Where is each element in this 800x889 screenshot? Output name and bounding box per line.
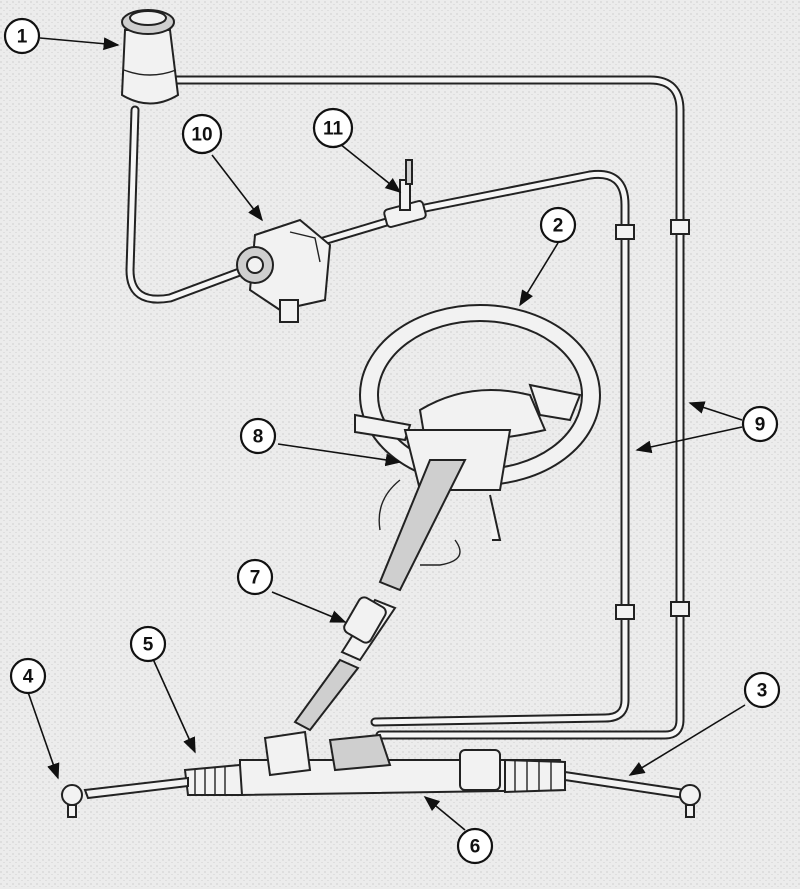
rack-boot-left [183, 763, 244, 796]
callout-1: 1 [3, 17, 41, 55]
callout-label-3: 3 [757, 681, 768, 702]
rack-boot-right [504, 758, 566, 794]
callout-8: 8 [239, 417, 277, 455]
callout-label-7: 7 [250, 568, 261, 589]
callout-label-10: 10 [191, 125, 212, 146]
pressure-switch [383, 159, 427, 228]
tie-rods [61, 770, 701, 818]
callout-11: 11 [312, 107, 354, 149]
callout-10: 10 [181, 113, 223, 155]
callout-label-4: 4 [23, 667, 34, 688]
callout-label-2: 2 [553, 216, 564, 237]
callout-label-5: 5 [143, 635, 154, 656]
callout-label-1: 1 [17, 27, 28, 48]
callout-label-11: 11 [323, 119, 344, 140]
intermediate-shaft [293, 596, 397, 732]
callout-6: 6 [456, 827, 494, 865]
hose-lines [125, 75, 685, 740]
callout-2: 2 [539, 206, 577, 244]
pipe-clips [615, 219, 690, 620]
callout-label-8: 8 [253, 427, 264, 448]
callout-5: 5 [129, 625, 167, 663]
callout-3: 3 [743, 671, 781, 709]
leader-lines [27, 37, 746, 831]
callout-7: 7 [236, 558, 274, 596]
fluid-reservoir [120, 9, 180, 105]
callout-9: 9 [741, 405, 779, 443]
steering-column [378, 429, 512, 592]
callout-label-9: 9 [755, 415, 766, 436]
callout-4: 4 [9, 657, 47, 695]
power-steering-pump [236, 218, 332, 323]
callout-label-6: 6 [470, 837, 481, 858]
